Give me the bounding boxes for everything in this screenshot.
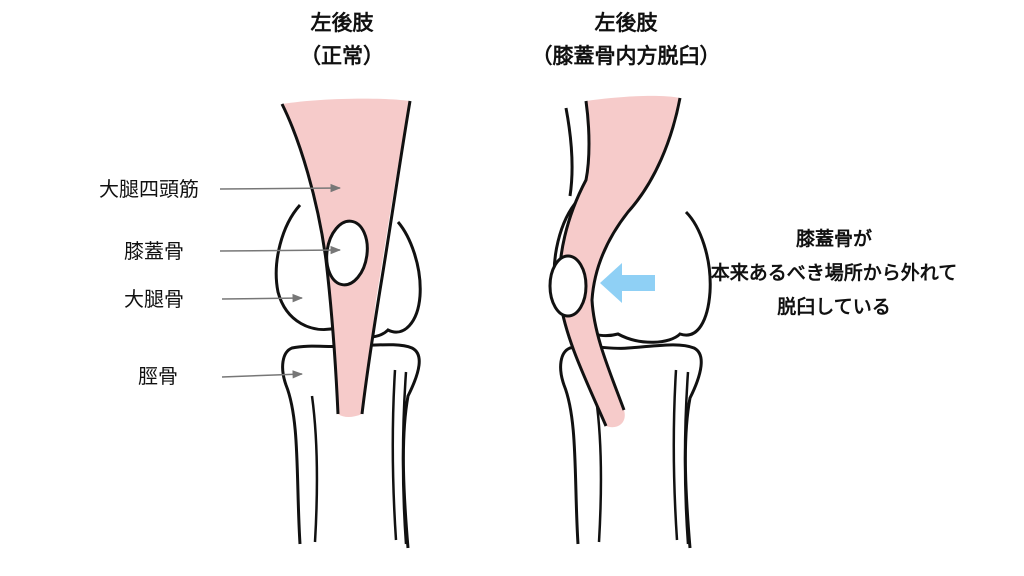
quadriceps-right-edge-l [557,100,608,427]
quadriceps-left-edge-r [360,100,412,415]
tibia-left-groove [310,395,319,543]
quadriceps-right-edge-r [590,97,682,411]
pointer-quadriceps [219,183,342,193]
patella-right [548,254,588,318]
luxation-note: 膝蓋骨が 本来あるべき場所から外れて 脱臼している [704,222,964,324]
tibia-right [559,343,703,549]
quadriceps-right [559,95,680,428]
fibula-left [391,369,408,545]
label-quadriceps: 大腿四頭筋 [99,177,199,201]
label-patella: 膝蓋骨 [124,239,184,263]
displacement-arrow [600,263,655,303]
note-line2: 本来あるべき場所から外れて [710,262,958,284]
left-title-line1: 左後肢 [310,11,374,35]
normal-knee [219,98,422,549]
note-line1: 膝蓋骨が [795,228,872,250]
label-femur: 大腿骨 [124,287,184,311]
quadriceps-right-outer [564,107,574,197]
left-panel-title: 左後肢 （正常） [182,7,502,73]
left-title-line2: （正常） [300,44,384,68]
label-tibia: 脛骨 [138,364,178,388]
right-title-line1: 左後肢 [594,11,658,35]
fibula-right [672,369,690,545]
pointer-patella [219,245,342,255]
note-line3: 脱臼している [777,296,891,318]
right-panel-title: 左後肢 （膝蓋骨内方脱臼） [466,7,786,73]
luxated-knee [548,95,712,549]
tibia-right-groove [594,397,603,543]
pointer-femur [221,293,304,303]
right-title-line2: （膝蓋骨内方脱臼） [531,44,721,68]
pointer-tibia [221,370,304,379]
